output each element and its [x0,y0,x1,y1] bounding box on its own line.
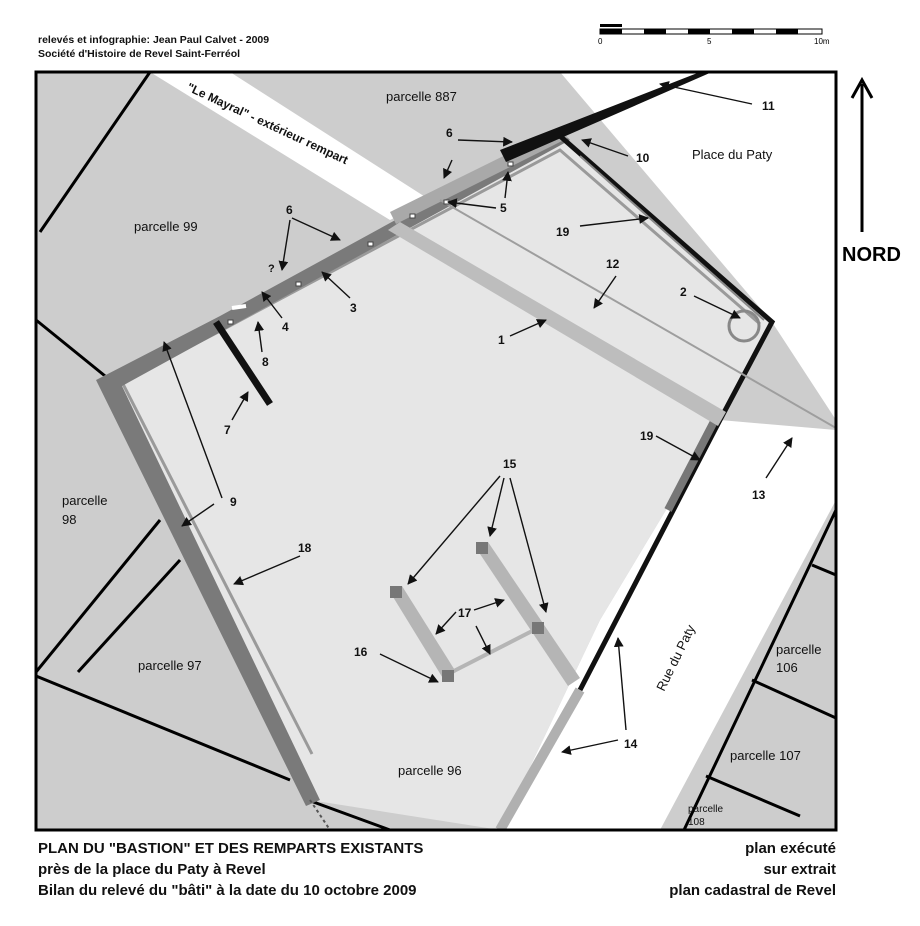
north-label: NORD [842,244,901,266]
label-parcelle-98-b: 98 [62,512,76,527]
label-parcelle-106-a: parcelle [776,642,822,657]
callout-6a: 6 [446,126,453,140]
callout-8: 8 [262,355,269,369]
caption-line-3: Bilan du relevé du "bâti" à la date du 1… [38,882,417,899]
callout-6b: 6 [286,203,293,217]
place-du-paty-area [560,72,836,420]
callout-4: 4 [282,320,289,334]
scale-tick-10: 10m [814,37,830,46]
callout-19b: 19 [640,429,654,443]
feature-2-circle [727,309,761,343]
label-parcelle-106-b: 106 [776,660,798,675]
caption-line-2: près de la place du Paty à Revel [38,861,266,878]
callout-7: 7 [224,423,231,437]
foundations [390,542,580,686]
label-question: ? [268,263,275,275]
label-parcelle-96: parcelle 96 [398,763,462,778]
parcel-boundaries [36,72,836,830]
note-line-1: plan exécuté [745,840,836,857]
bastion-interior [96,138,772,830]
callout-11: 11 [762,99,775,113]
label-parcelle-98-a: parcelle [62,493,108,508]
callout-19a: 19 [556,225,570,239]
north-arrow-icon [850,76,874,232]
scale-tick-0: 0 [598,37,603,46]
callout-17: 17 [458,606,472,620]
label-parcelle-887: parcelle 887 [386,89,457,104]
credit-author: relevés et infographie: Jean Paul Calvet… [38,34,270,46]
callout-13: 13 [752,488,766,502]
callout-5: 5 [500,201,507,215]
scale-bar: 0 5 10m [598,24,830,46]
rue-du-paty-area [500,420,836,830]
leader-arrows [162,81,793,755]
callout-2: 2 [680,285,687,299]
plan-note: plan exécuté sur extrait plan cadastral … [669,838,836,901]
label-parcelle-108-a: parcelle [688,804,723,815]
callout-18: 18 [298,541,312,555]
credit-society: Société d'Histoire de Revel Saint-Ferréo… [38,48,241,60]
label-parcelle-97: parcelle 97 [138,658,202,673]
scale-tick-5: 5 [707,37,712,46]
label-parcelle-108-b: 108 [688,817,705,828]
rempart-wall [96,130,570,806]
label-parcelle-107: parcelle 107 [730,748,801,763]
caption-line-1: PLAN DU "BASTION" ET DES REMPARTS EXISTA… [38,840,424,857]
note-line-3: plan cadastral de Revel [669,882,836,899]
callout-14: 14 [624,737,638,751]
mayral-street [150,72,430,220]
callout-15: 15 [503,457,517,471]
callout-1: 1 [498,333,505,347]
callout-12: 12 [606,257,620,271]
callout-10: 10 [636,151,650,165]
callout-16: 16 [354,645,368,659]
note-line-2: sur extrait [763,861,836,878]
callout-9: 9 [230,495,237,509]
callout-3: 3 [350,301,357,315]
label-parcelle-99: parcelle 99 [134,219,198,234]
plan-caption: PLAN DU "BASTION" ET DES REMPARTS EXISTA… [38,838,423,901]
plan-frame [34,70,838,832]
label-place-du-paty: Place du Paty [692,147,773,162]
